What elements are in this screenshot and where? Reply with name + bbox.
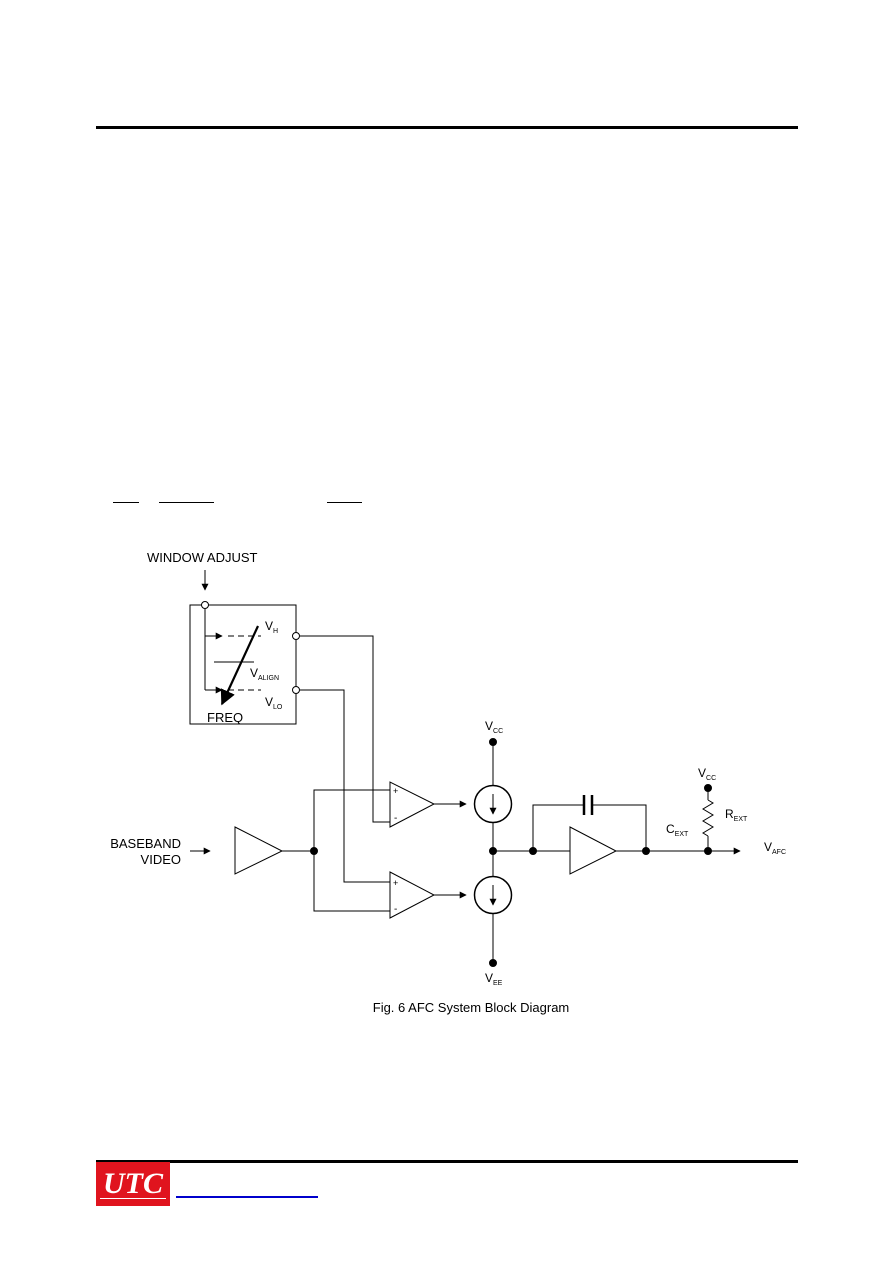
utc-logo: UTC xyxy=(96,1162,170,1206)
freq-arrow xyxy=(220,625,259,706)
formula-bar-2 xyxy=(159,502,214,503)
baseband-label: BASEBAND xyxy=(110,836,181,851)
lower-comparator xyxy=(389,871,436,919)
lower-minus: - xyxy=(394,904,397,915)
lower-current-source xyxy=(473,875,513,915)
vh-label: VH xyxy=(265,619,278,635)
input-buffer-amp xyxy=(234,826,284,875)
vcc-top-label: VCC xyxy=(485,719,503,735)
window-adjust-node xyxy=(201,601,209,609)
vcc-right-label: VCC xyxy=(698,766,716,782)
footer-link-underline[interactable] xyxy=(176,1196,318,1198)
vlo-label: VLO xyxy=(265,695,283,711)
vcc-top-node xyxy=(489,738,497,746)
window-box xyxy=(189,604,297,725)
upper-current-source xyxy=(473,784,513,824)
lower-plus: + xyxy=(393,878,398,888)
upper-minus: - xyxy=(394,813,397,824)
vee-label: VEE xyxy=(485,971,503,987)
figure-caption: Fig. 6 AFC System Block Diagram xyxy=(373,1000,570,1015)
freq-label: FREQ xyxy=(207,710,243,725)
video-label: VIDEO xyxy=(141,852,181,867)
vlo-terminal xyxy=(292,686,300,694)
cext-label: CEXT xyxy=(666,822,689,838)
upper-plus: + xyxy=(393,786,398,796)
window-adjust-label: WINDOW ADJUST xyxy=(147,550,258,565)
vh-terminal xyxy=(292,632,300,640)
footer-rule xyxy=(96,1160,798,1163)
vafc-label: VAFC xyxy=(764,840,786,856)
upper-comparator xyxy=(389,781,436,828)
integrator-output-node xyxy=(642,847,650,855)
rext-resistor xyxy=(702,799,714,837)
formula-bar-1 xyxy=(113,502,139,503)
vcc-right-node xyxy=(704,784,712,792)
formula-bar-3 xyxy=(327,502,362,503)
integrator-amp xyxy=(569,826,618,875)
utc-logo-text: UTC xyxy=(103,1167,163,1200)
rext-label: REXT xyxy=(725,807,748,823)
header-rule xyxy=(96,126,798,129)
valign-label: VALIGN xyxy=(250,666,279,682)
vee-node xyxy=(489,959,497,967)
